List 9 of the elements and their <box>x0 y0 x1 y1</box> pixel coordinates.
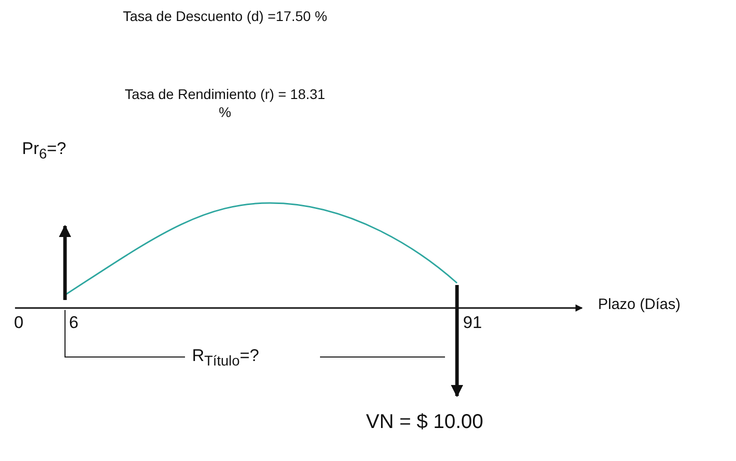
tick-label: 91 <box>463 312 482 334</box>
tick-label: 6 <box>69 312 78 334</box>
unknown-price-label: Pr$_{6}$=? <box>22 138 66 164</box>
axis-title: Plazo (Días) <box>598 296 681 315</box>
tick-label: 0 <box>14 312 24 334</box>
rate-label: Tasa de Descuento (d) =17.50 % <box>122 8 328 26</box>
term-label: R$_{Título}$=? <box>192 345 260 372</box>
face-value-label: VN = $ 10.00 <box>366 410 484 435</box>
rate-label: Tasa de Rendimiento (r) = 18.31 % <box>124 86 326 121</box>
